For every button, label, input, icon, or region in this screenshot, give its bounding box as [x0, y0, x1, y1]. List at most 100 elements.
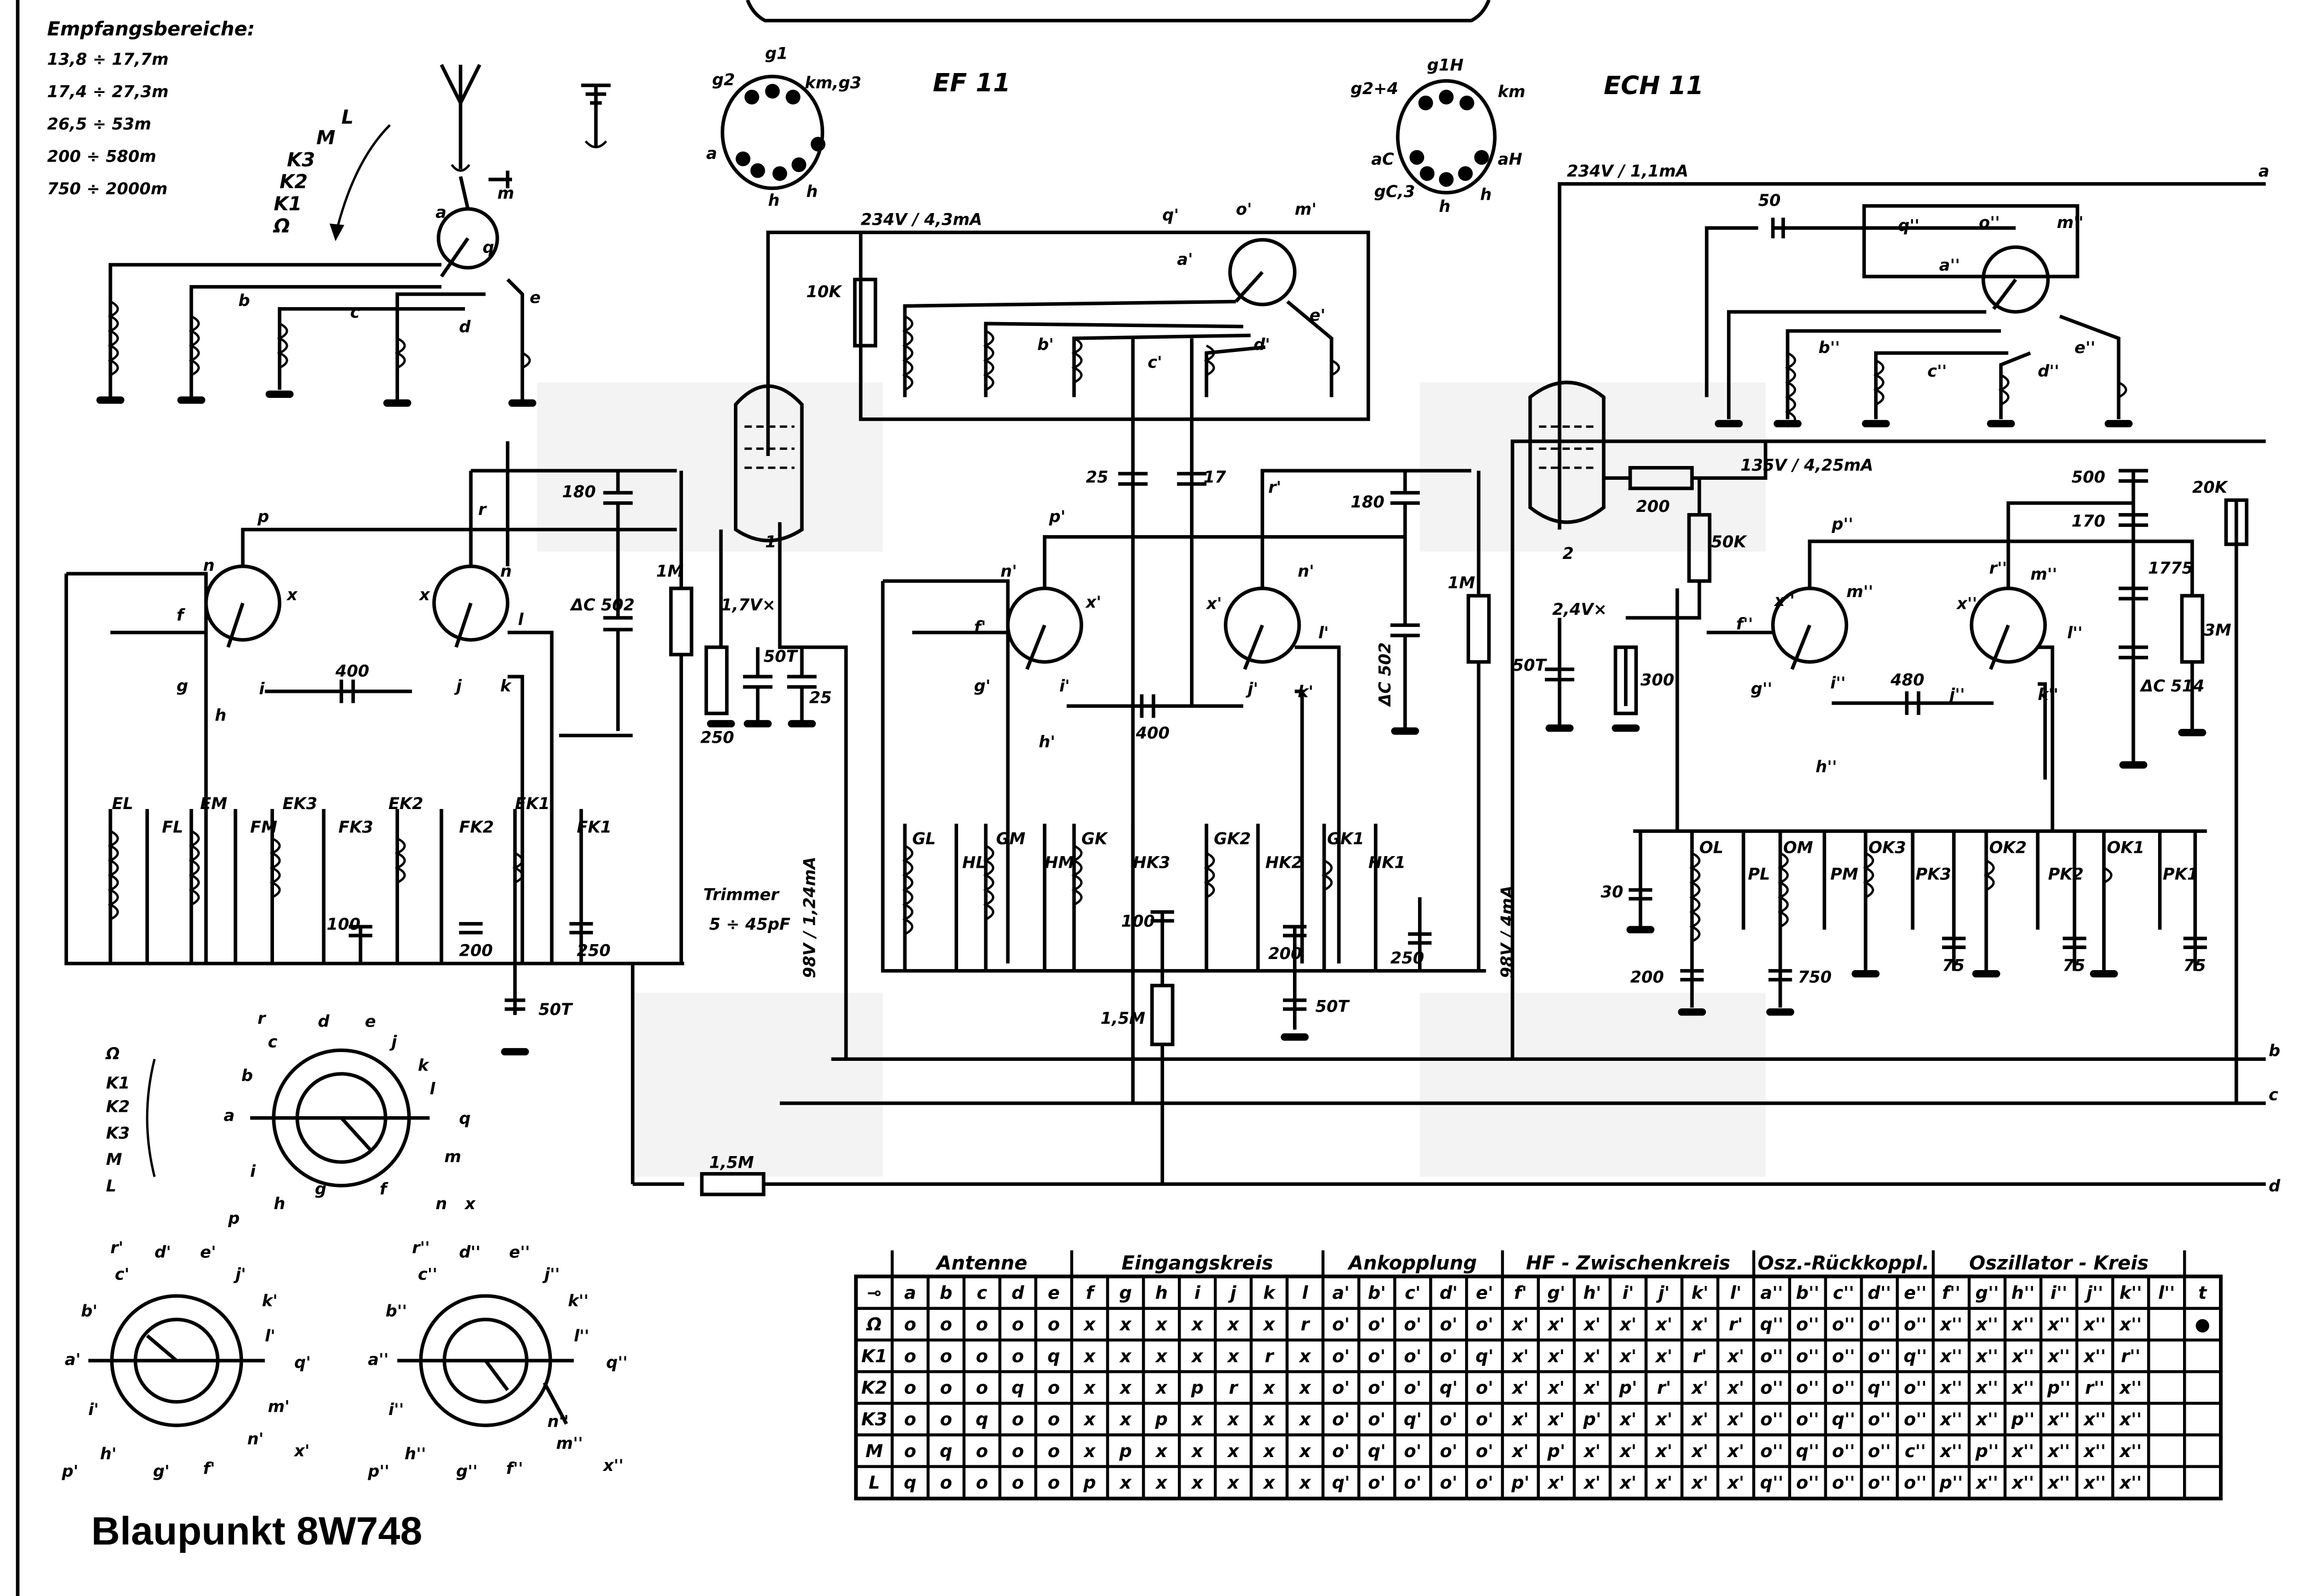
- table-cell-text: o'': [1904, 1409, 1927, 1430]
- switch-wafer-2: r' d' e' c' j' k' b' l' a' q' m' x' n' f…: [61, 1239, 311, 1481]
- table-cell-text: h': [1583, 1282, 1601, 1303]
- table-cell: [998, 1433, 1038, 1468]
- table-cell-text: l'': [2158, 1282, 2175, 1303]
- table-cell-text: p'': [2047, 1377, 2071, 1398]
- table-cell-text: o': [1440, 1409, 1457, 1430]
- table-cell: [1213, 1433, 1253, 1468]
- table-cell-text: c: [977, 1282, 987, 1303]
- table-cell-text: x'': [2083, 1440, 2106, 1462]
- table-cell-text: x'': [1939, 1377, 1962, 1398]
- table-cell-text: o: [1048, 1472, 1060, 1493]
- coil-EL: EL: [112, 794, 133, 813]
- c-400-a: 400: [335, 662, 369, 681]
- w1-m: m: [444, 1147, 461, 1166]
- table-cell-text: o'': [1868, 1440, 1891, 1462]
- table-cell: [1716, 1402, 1756, 1437]
- table-cell: [2111, 1338, 2150, 1374]
- voltage-98v-2: 98V / 4mA: [1498, 885, 1517, 978]
- table-cell-text: x': [1618, 1472, 1636, 1493]
- table-cell-text: x': [1618, 1314, 1636, 1335]
- table-cell: [1357, 1338, 1396, 1374]
- w1-e: e: [365, 1012, 376, 1030]
- r-200: 200: [1636, 497, 1670, 516]
- w2-m: m': [268, 1397, 289, 1416]
- coil-HL: HL: [962, 853, 986, 872]
- table-cell-text: k'': [2119, 1282, 2142, 1303]
- table-cell-text: M: [866, 1440, 883, 1462]
- w2-n: n': [247, 1429, 264, 1448]
- coil-HK2: HK2: [1265, 853, 1302, 872]
- w1-d: d: [318, 1012, 330, 1030]
- table-cell-text: p: [1119, 1440, 1132, 1462]
- table-cell-text: ●: [2195, 1314, 2210, 1335]
- table-cell-text: x': [1511, 1409, 1529, 1430]
- table-cell-text: x': [1726, 1409, 1744, 1430]
- sw-in-x2: x: [418, 585, 431, 604]
- table-cell: [1501, 1370, 1540, 1405]
- sw-in-k: k: [500, 676, 512, 695]
- sw-hf-b1: b': [1037, 335, 1054, 354]
- reception-ranges: Empfangsbereiche: 13,8 ÷ 17,7m 17,4 ÷ 27…: [47, 18, 255, 198]
- table-cell-text: o': [1332, 1377, 1350, 1398]
- table-cell: [1213, 1402, 1253, 1437]
- ef11-pin-kmg3: km,g3: [805, 73, 861, 92]
- w2-d: d': [154, 1243, 171, 1262]
- w2-r: r': [110, 1239, 123, 1257]
- range-4: 200 ÷ 580m: [47, 147, 156, 165]
- coil-PK3: PK3: [1916, 865, 1951, 884]
- table-cell-text: x': [1690, 1472, 1708, 1493]
- antenna-switch: a m q: [436, 170, 514, 278]
- table-cell: [1608, 1402, 1648, 1437]
- table-cell-text: x: [1155, 1472, 1168, 1493]
- table-cell-text: x': [1511, 1377, 1529, 1398]
- table-cell-text: e': [1476, 1282, 1493, 1303]
- table-cell-text: o': [1476, 1440, 1493, 1462]
- voltage-grid2: 2,4V×: [1552, 600, 1607, 619]
- sw-hf-j1: j': [1245, 680, 1258, 698]
- table-cell: [2111, 1402, 2150, 1437]
- table-cell-text: x'': [2011, 1345, 2034, 1366]
- table-group-label: Ankopplung: [1347, 1252, 1477, 1274]
- coil-EK1: EK1: [515, 794, 550, 813]
- table-cell: [1249, 1307, 1289, 1342]
- table-cell-text: e'': [1904, 1282, 1927, 1303]
- table-cell-text: x': [1618, 1409, 1636, 1430]
- table-cell: [1860, 1307, 1899, 1342]
- sw-osc-r2: r'': [1989, 559, 2007, 578]
- w2-x: x': [293, 1441, 310, 1460]
- table-cell: [962, 1307, 1002, 1342]
- table-cell-text: x'': [2118, 1377, 2142, 1398]
- table-cell: [1752, 1275, 1792, 1310]
- table-cell-text: o'': [1796, 1409, 1819, 1430]
- table-cell-text: o: [940, 1377, 952, 1398]
- table-cell-text: o': [1440, 1345, 1457, 1366]
- ant-contact-m: m: [498, 184, 514, 203]
- table-cell-text: x': [1547, 1409, 1565, 1430]
- c-100-a: 100: [327, 915, 360, 934]
- trimmer-range: 5 ÷ 45pF: [709, 915, 790, 934]
- w1-p: p: [227, 1209, 240, 1228]
- table-cell-text: p: [1191, 1377, 1204, 1398]
- table-cell-text: o: [976, 1472, 988, 1493]
- sw-in-g: g: [177, 676, 188, 695]
- table-cell-text: o': [1332, 1409, 1350, 1430]
- table-cell-text: x': [1654, 1472, 1672, 1493]
- w3-n: n'': [547, 1412, 569, 1431]
- table-cell: [1070, 1370, 1109, 1405]
- coil-EK2: EK2: [389, 794, 423, 813]
- wafer1-pos-k2: K2: [106, 1097, 130, 1116]
- table-cell: [855, 1465, 894, 1500]
- table-cell-text: r': [1729, 1314, 1742, 1335]
- w1-h: h: [273, 1194, 285, 1213]
- ef11-index: 1: [765, 532, 776, 551]
- sw-osc-q2: q'': [1898, 216, 1920, 235]
- table-cell-text: x'': [1975, 1314, 1998, 1335]
- sw-hf-g1: g': [974, 676, 991, 695]
- coil-FK2: FK2: [459, 817, 494, 836]
- table-cell: [2147, 1275, 2186, 1310]
- table-cell: [1501, 1275, 1540, 1310]
- sw-in-p: p: [257, 507, 269, 526]
- table-cell-text: o'': [1760, 1409, 1783, 1430]
- table-cell-text: o': [1440, 1440, 1457, 1462]
